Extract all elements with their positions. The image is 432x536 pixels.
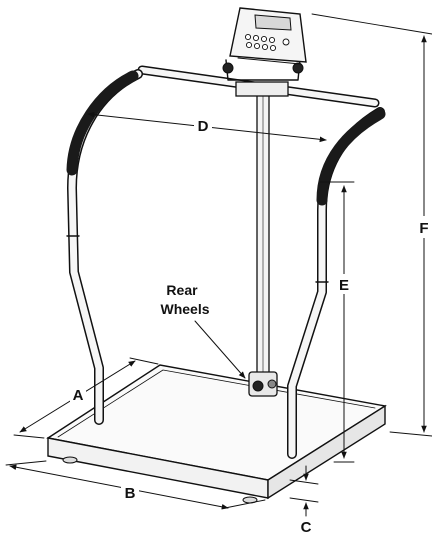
indicator-head [222, 7, 307, 97]
label-e: E [339, 277, 349, 294]
yoke-knob-right [292, 62, 304, 74]
label-b: B [125, 485, 136, 502]
callout-leader [194, 320, 246, 379]
label-f: F [419, 220, 428, 237]
rear-wheel-left [252, 380, 264, 392]
indicator-display [254, 14, 292, 31]
label-c: C [301, 519, 312, 536]
callout-line-2: Wheels [160, 301, 209, 317]
dimension-e: E [319, 181, 355, 463]
indicator-mount [235, 81, 289, 97]
handrails [66, 65, 386, 459]
callout-line-1: Rear [166, 282, 198, 298]
label-a: A [73, 387, 84, 404]
dimension-b: B [5, 460, 266, 510]
front-foot-left [62, 456, 78, 464]
indicator-keypad [244, 33, 290, 52]
dimension-d: D [87, 111, 327, 143]
right-grip [316, 108, 386, 206]
left-grip [66, 70, 139, 176]
indicator-bottom-edge [237, 57, 301, 65]
rear-wheel-right [267, 379, 277, 389]
dimension-a: A [13, 357, 159, 439]
label-d: D [198, 118, 209, 135]
center-column [248, 91, 278, 397]
yoke-knob-left [222, 62, 234, 74]
callout-rear-wheels: Rear Wheels [160, 282, 246, 379]
dimension-f: F [311, 13, 432, 437]
dimension-c: C [289, 465, 319, 536]
